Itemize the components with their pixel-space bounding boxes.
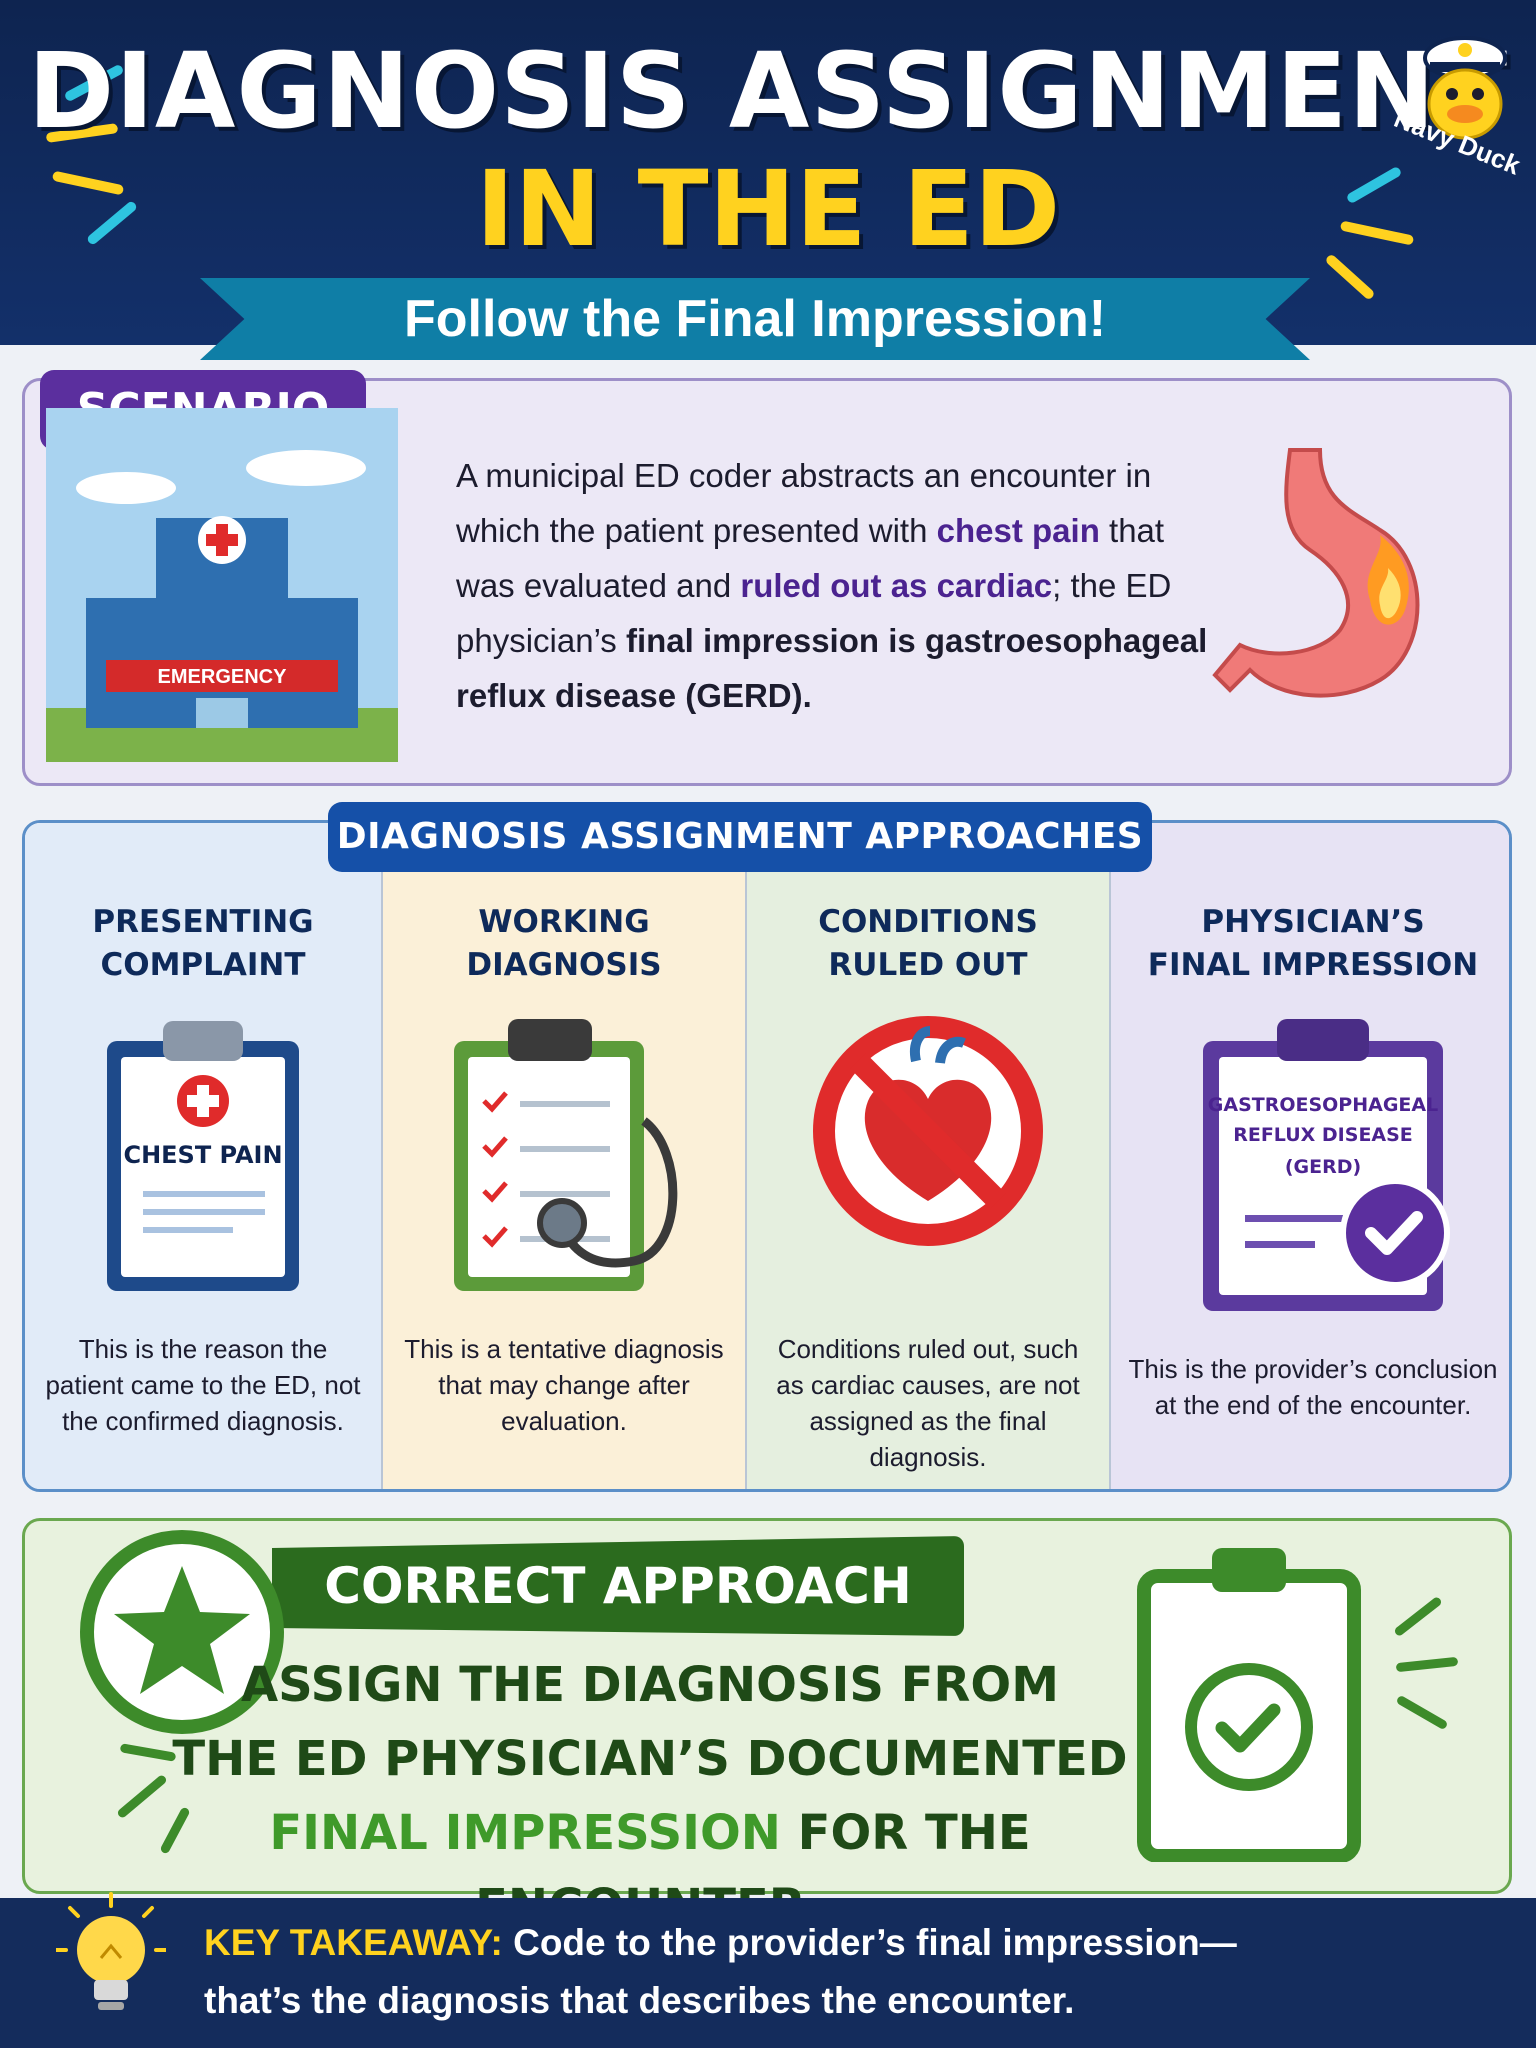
emergency-sign: EMERGENCY bbox=[158, 666, 288, 688]
column-heading-line: WORKING bbox=[478, 904, 650, 940]
correct-approach-text: ASSIGN THE DIAGNOSIS FROM THE ED PHYSICI… bbox=[160, 1648, 1140, 1944]
clipboard-gerd-line: GASTROESOPHAGEAL bbox=[1208, 1094, 1438, 1116]
heart-prohibited-icon bbox=[813, 1016, 1043, 1246]
column-heading: PHYSICIAN’S FINAL IMPRESSION bbox=[1111, 901, 1509, 987]
approaches-tab: DIAGNOSIS ASSIGNMENT APPROACHES bbox=[328, 802, 1152, 872]
column-heading: WORKING DIAGNOSIS bbox=[383, 901, 745, 987]
stomach-fire-icon bbox=[1212, 448, 1420, 698]
approach-column-final-impression: PHYSICIAN’S FINAL IMPRESSION GASTROESOPH… bbox=[1109, 823, 1509, 1489]
scenario-text-part: ; the ED physician’s bbox=[456, 567, 1172, 659]
clipboard-check-icon bbox=[1137, 1548, 1361, 1862]
key-takeaway-line: that’s the diagnosis that describes the … bbox=[204, 1980, 1075, 2021]
column-description: This is a tentative diagnosis that may c… bbox=[404, 1334, 724, 1436]
approach-column-presenting-complaint: PRESENTING COMPLAINT CHEST PAIN This is … bbox=[25, 823, 381, 1489]
hospital-icon: EMERGENCY bbox=[46, 408, 398, 762]
approaches-panel: PRESENTING COMPLAINT CHEST PAIN This is … bbox=[22, 820, 1512, 1492]
column-heading: PRESENTING COMPLAINT bbox=[25, 901, 381, 987]
star-icon bbox=[114, 1566, 250, 1694]
column-heading-line: FINAL IMPRESSION bbox=[1147, 947, 1479, 983]
clipboard-label: CHEST PAIN bbox=[123, 1141, 282, 1169]
column-heading-line: RULED OUT bbox=[828, 947, 1028, 983]
duck-mascot-icon bbox=[1423, 36, 1507, 140]
approach-column-working-diagnosis: WORKING DIAGNOSIS This is a tentative di… bbox=[381, 823, 745, 1489]
key-takeaway-line: KEY TAKEAWAY: Code to the provider’s fin… bbox=[204, 1914, 1304, 1972]
clipboard-gerd-line: (GERD) bbox=[1285, 1156, 1361, 1178]
scenario-text-part: that was evaluated and bbox=[456, 512, 1165, 604]
scenario-text: A municipal ED coder abstracts an encoun… bbox=[456, 448, 1216, 723]
clipboard-gerd-line: REFLUX DISEASE bbox=[1233, 1124, 1413, 1146]
column-heading-line: PHYSICIAN’S bbox=[1201, 904, 1425, 940]
scenario-highlight: final impression is gastroesophageal ref… bbox=[456, 622, 1208, 714]
page-title: DIAGNOSIS ASSIGNMENT bbox=[27, 30, 1509, 152]
key-takeaway-line-text: Code to the provider’s final impression— bbox=[502, 1922, 1237, 1963]
column-heading-line: PRESENTING bbox=[92, 904, 314, 940]
correct-approach-heading: CORRECT APPROACH bbox=[324, 1557, 912, 1615]
subtitle: Follow the Final Impression! bbox=[403, 290, 1107, 348]
column-description: This is the provider’s conclusion at the… bbox=[1128, 1354, 1498, 1420]
final-impression-highlight: FINAL IMPRESSION bbox=[269, 1805, 781, 1861]
page-title-highlight: IN THE ED bbox=[475, 148, 1061, 270]
column-heading: CONDITIONS RULED OUT bbox=[747, 901, 1109, 987]
scenario-highlight: ruled out as cardiac bbox=[740, 567, 1053, 604]
key-takeaway-bar bbox=[0, 1898, 1536, 2048]
scenario-highlight: chest pain bbox=[936, 512, 1100, 549]
column-heading-line: COMPLAINT bbox=[100, 947, 306, 983]
column-description: This is the reason the patient came to t… bbox=[45, 1334, 361, 1436]
correct-approach-line: ASSIGN THE DIAGNOSIS FROM bbox=[241, 1657, 1059, 1713]
key-takeaway-label: KEY TAKEAWAY: bbox=[204, 1922, 503, 1963]
clipboard-stethoscope-icon bbox=[454, 1019, 678, 1291]
column-heading-line: DIAGNOSIS bbox=[466, 947, 662, 983]
lightbulb-icon bbox=[56, 1892, 166, 2010]
correct-approach-banner bbox=[272, 1536, 964, 1636]
approach-column-conditions-ruled-out: CONDITIONS RULED OUT Conditions ruled ou… bbox=[745, 823, 1109, 1489]
clipboard-gerd-check-icon: GASTROESOPHAGEAL REFLUX DISEASE (GERD) bbox=[1203, 1019, 1450, 1311]
correct-approach-line: THE ED PHYSICIAN’S DOCUMENTED bbox=[172, 1731, 1128, 1787]
column-heading-line: CONDITIONS bbox=[818, 904, 1038, 940]
star-badge bbox=[80, 1530, 284, 1734]
subtitle-ribbon bbox=[200, 278, 1310, 360]
clipboard-chest-pain-icon: CHEST PAIN bbox=[107, 1021, 299, 1291]
scenario-text-part: A municipal ED coder abstracts an encoun… bbox=[456, 457, 1152, 549]
column-description: Conditions ruled out, such as cardiac ca… bbox=[776, 1334, 1080, 1472]
key-takeaway-text: KEY TAKEAWAY: Code to the provider’s fin… bbox=[204, 1914, 1304, 2030]
